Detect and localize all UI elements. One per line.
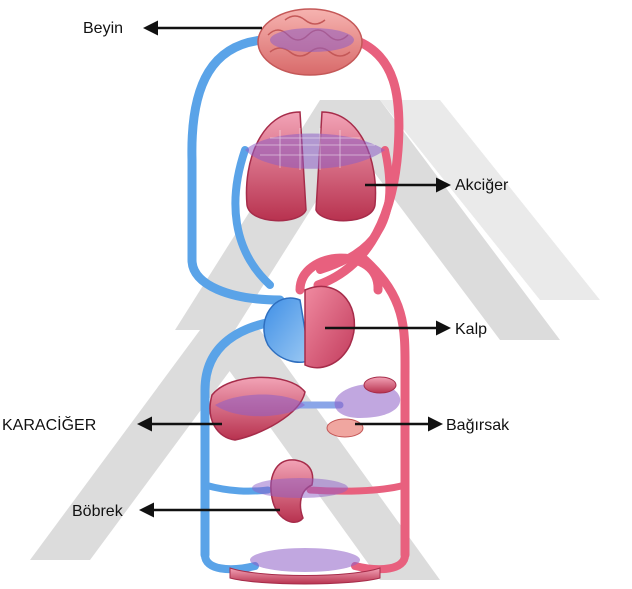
label-intestine: Bağırsak [446,417,510,434]
label-brain: Beyin [83,20,123,37]
lower-capillaries [250,548,360,572]
brain-capillaries [270,28,354,52]
label-liver: KARACİĞER [2,415,96,434]
brain-organ [258,9,362,75]
label-heart: Kalp [455,321,487,338]
intestine-organ [327,377,400,437]
lower-vein [205,555,255,569]
label-lungs: Akciğer [455,177,509,194]
kidney-capillaries [252,478,348,498]
label-kidney: Böbrek [72,503,124,520]
